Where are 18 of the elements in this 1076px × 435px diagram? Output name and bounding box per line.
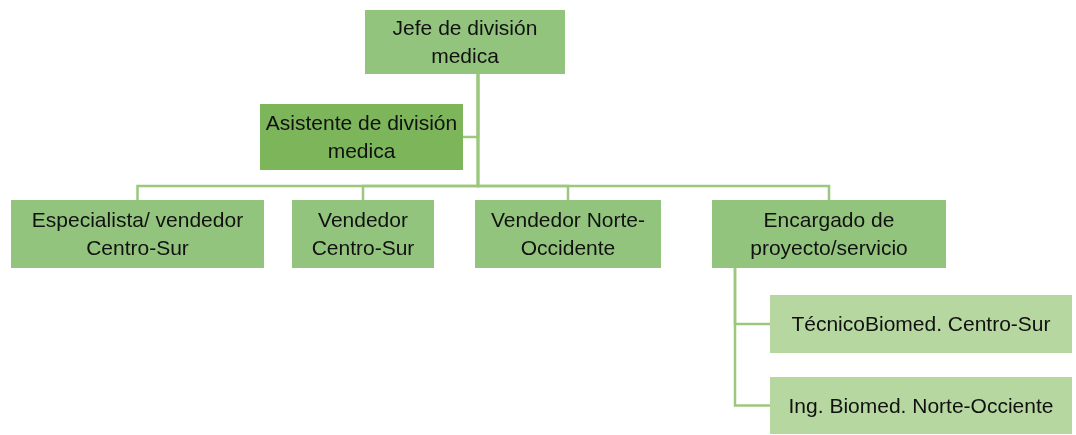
connector-line: [476, 74, 831, 200]
org-box: [260, 104, 463, 170]
role-title: Vendedor Norte-Occidente: [489, 207, 647, 261]
org-box: [11, 200, 264, 268]
org-box: [770, 377, 1072, 434]
role-title: Jefe de división medica: [391, 15, 539, 69]
role-title: Vendedor Centro-Sur: [310, 207, 416, 261]
role-title: TécnicoBiomed. Centro-Sur: [791, 311, 1051, 337]
role-title: Encargado de proyecto/servicio: [749, 207, 909, 261]
role-title: Asistente de división medica: [264, 110, 459, 164]
connector-line: [733, 268, 770, 407]
org-box: [365, 10, 565, 74]
role-title: Ing. Biomed. Norte-Occiente: [788, 392, 1054, 419]
role-title: Especialista/ vendedor Centro-Sur: [30, 207, 245, 261]
org-box: [292, 200, 434, 268]
org-box: [712, 200, 946, 268]
org-box: [475, 200, 661, 268]
org-box: [770, 295, 1072, 353]
